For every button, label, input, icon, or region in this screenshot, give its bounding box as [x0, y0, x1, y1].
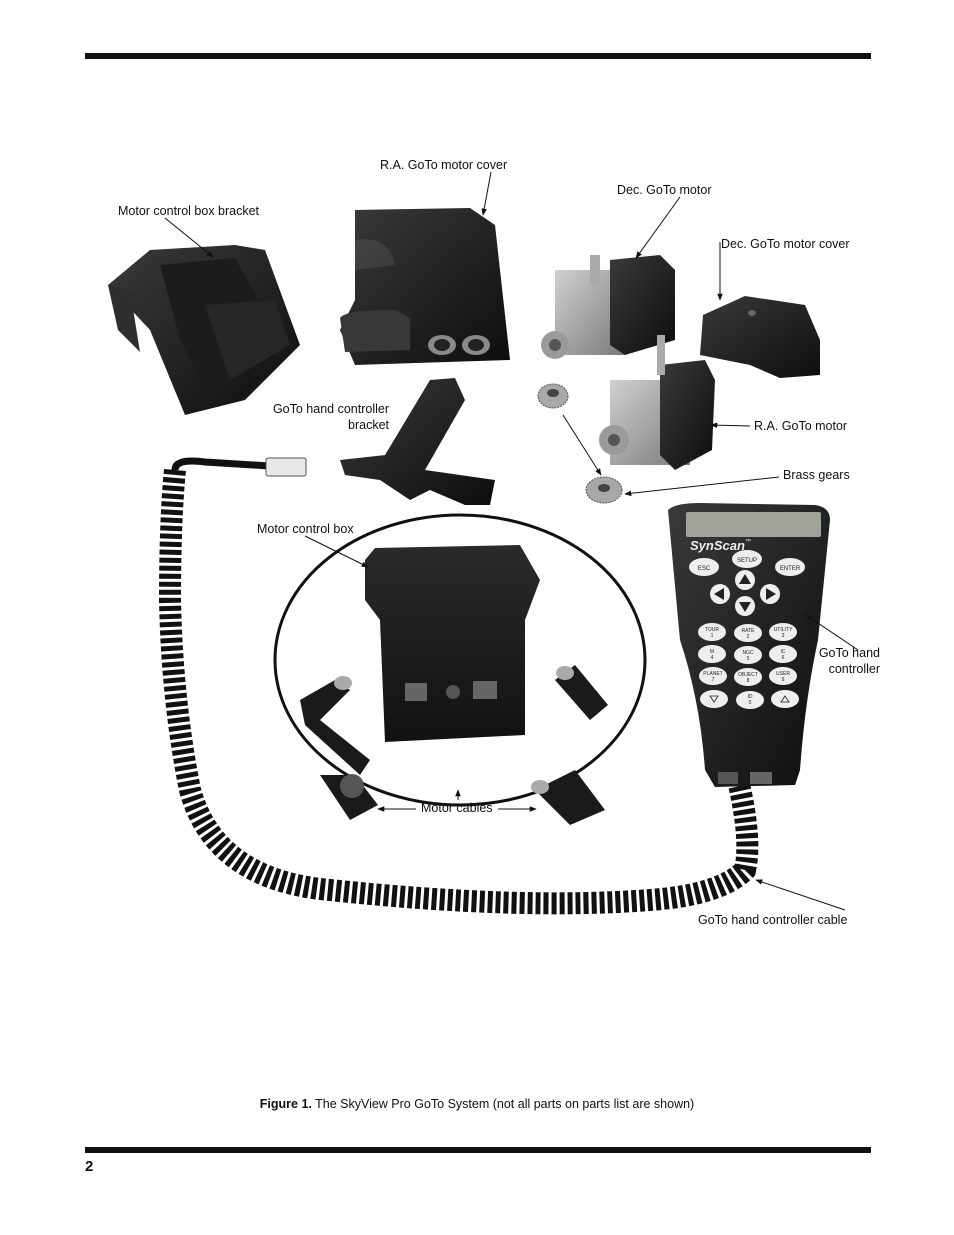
key-object: OBJECT — [738, 672, 758, 678]
key-1: 1 — [711, 633, 714, 639]
hand-controller-keypad: ESC SETUP ENTER TOUR 1 RATE 2 UTILITY 3 … — [689, 550, 805, 709]
key-ngc: NGC — [742, 650, 754, 656]
dec-goto-motor — [541, 255, 675, 359]
callout-lines — [164, 171, 859, 911]
key-rate: RATE — [742, 628, 756, 634]
hand-controller-bracket — [340, 378, 495, 505]
key-2: 2 — [747, 634, 750, 640]
ra-goto-motor — [599, 335, 715, 470]
key-6: 6 — [782, 655, 785, 661]
key-8: 8 — [747, 678, 750, 684]
ra-motor-cover — [340, 208, 510, 365]
motor-control-box-bracket — [108, 245, 300, 415]
label-hand-controller-line1: GoTo hand — [818, 646, 880, 660]
key-4: 4 — [711, 655, 714, 661]
hand-controller-coiled-cable — [158, 457, 759, 915]
scroll-up-key — [780, 695, 790, 703]
key-9: 9 — [782, 677, 785, 683]
key-tour: TOUR — [705, 627, 719, 633]
hand-controller-brand: SynScan — [690, 538, 745, 553]
label-control-box-bracket: Motor control box bracket — [118, 204, 260, 218]
key-m: M — [710, 649, 714, 655]
key-setup: SETUP — [737, 558, 757, 564]
label-hand-controller-bracket: GoTo hand controller bracket — [272, 401, 389, 433]
label-motor-cables: Motor cables — [421, 801, 493, 815]
key-0: 0 — [749, 700, 752, 706]
hand-controller-tm: ™ — [745, 538, 751, 545]
key-3: 3 — [782, 633, 785, 639]
label-hand-controller-bracket-line2: bracket — [348, 418, 389, 432]
key-planet: PLANET — [703, 671, 722, 677]
label-hand-controller-bracket-line1: GoTo hand controller — [272, 402, 389, 416]
brass-gears — [537, 383, 623, 504]
motor-control-box — [365, 545, 540, 742]
key-7: 7 — [712, 677, 715, 683]
key-user: USER — [776, 671, 790, 677]
key-esc: ESC — [698, 566, 711, 572]
motor-cable-connectors — [300, 665, 608, 825]
key-enter: ENTER — [780, 566, 801, 572]
top-rule — [85, 53, 871, 59]
label-dec-motor-cover: Dec. GoTo motor cover — [721, 237, 850, 251]
label-motor-control-box: Motor control box — [257, 522, 354, 536]
bottom-rule — [85, 1147, 871, 1153]
hand-controller-display — [686, 512, 821, 537]
label-brass-gears: Brass gears — [783, 468, 850, 482]
scroll-down-key — [709, 695, 719, 703]
key-id: ID — [748, 694, 753, 700]
label-hand-controller-line2: controller — [828, 662, 880, 676]
motor-cable-loop — [273, 513, 647, 807]
label-ra-motor-cover: R.A. GoTo motor cover — [380, 158, 508, 172]
key-ic: IC — [781, 649, 786, 655]
label-ra-motor: R.A. GoTo motor — [754, 419, 848, 433]
label-dec-motor: Dec. GoTo motor — [617, 183, 712, 197]
page-number: 2 — [85, 1158, 94, 1175]
key-utility: UTILITY — [774, 627, 793, 633]
figure-caption-text: The SkyView Pro GoTo System (not all par… — [311, 1097, 695, 1111]
dec-motor-cover — [700, 296, 820, 378]
figure-caption-label: Figure 1. — [259, 1097, 312, 1111]
goto-hand-controller: SynScan ™ ESC SETUP ENTER TOUR 1 RATE 2 … — [668, 503, 830, 787]
key-5: 5 — [747, 656, 750, 662]
label-hand-controller: GoTo hand controller — [800, 645, 880, 677]
figure-caption: Figure 1. The SkyView Pro GoTo System (n… — [0, 1097, 954, 1111]
label-hand-controller-cable: GoTo hand controller cable — [698, 913, 848, 927]
